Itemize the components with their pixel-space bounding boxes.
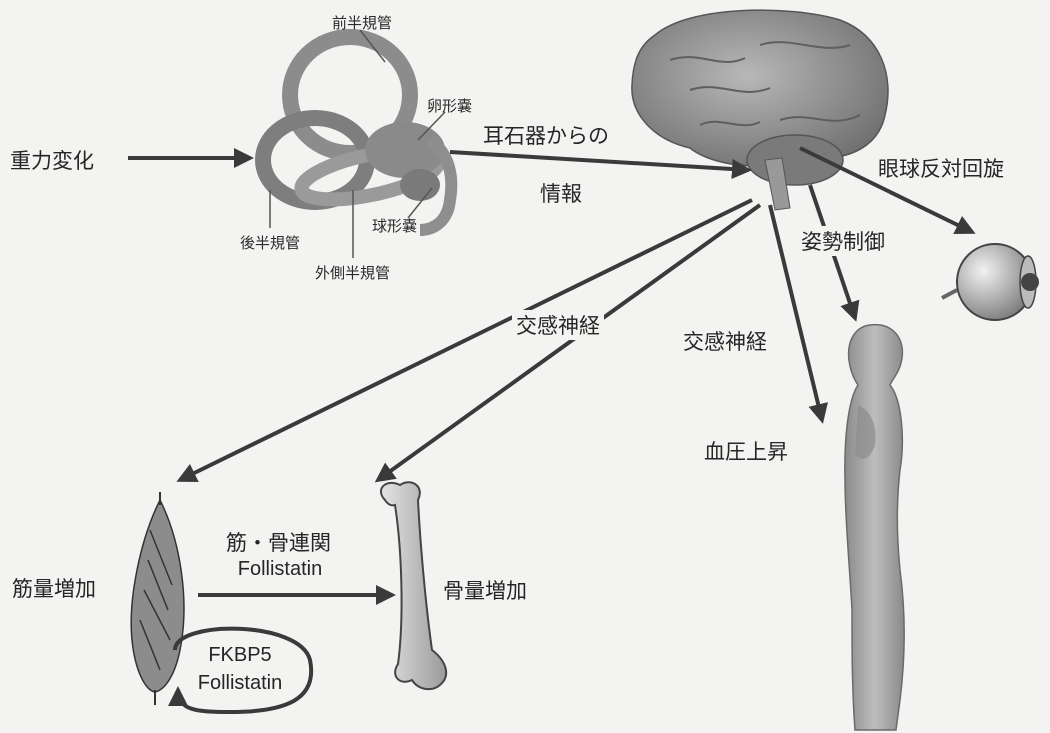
label-gravity-change: 重力変化 [10,145,94,175]
bone-icon [381,482,446,689]
label-fkbp5-follistatin: Follistatin [180,672,300,695]
arrow-feedback-loop [175,629,311,712]
label-posterior-canal: 後半規管 [240,232,300,253]
label-otolith-info-1: 耳石器からの [483,120,609,150]
label-muscle-increase: 筋量増加 [12,573,96,603]
human-body-icon [845,325,904,730]
label-anterior-canal: 前半規管 [332,12,392,33]
label-utricle: 卵形嚢 [427,95,472,116]
brain-icon [632,10,888,210]
label-ocular-counter-rolling: 眼球反対回旋 [878,153,1004,183]
label-posture-control: 姿勢制御 [797,226,889,256]
label-fkbp5: FKBP5 [180,644,300,667]
eyeball-icon [942,244,1039,320]
label-saccule: 球形嚢 [372,215,417,236]
label-otolith-info-2: 情報 [540,178,582,208]
label-bone-increase: 骨量増加 [443,575,527,605]
label-sympathetic-2: 交感神経 [683,326,767,356]
inner-ear-icon [263,30,451,258]
label-bp-rise: 血圧上昇 [704,436,788,466]
label-muscle-bone-link: 筋・骨連関 [226,527,331,557]
label-sympathetic-1: 交感神経 [512,310,604,340]
label-lateral-canal: 外側半規管 [315,262,390,283]
label-muscle-bone-follistatin: Follistatin [210,558,350,581]
muscle-icon [131,492,184,705]
